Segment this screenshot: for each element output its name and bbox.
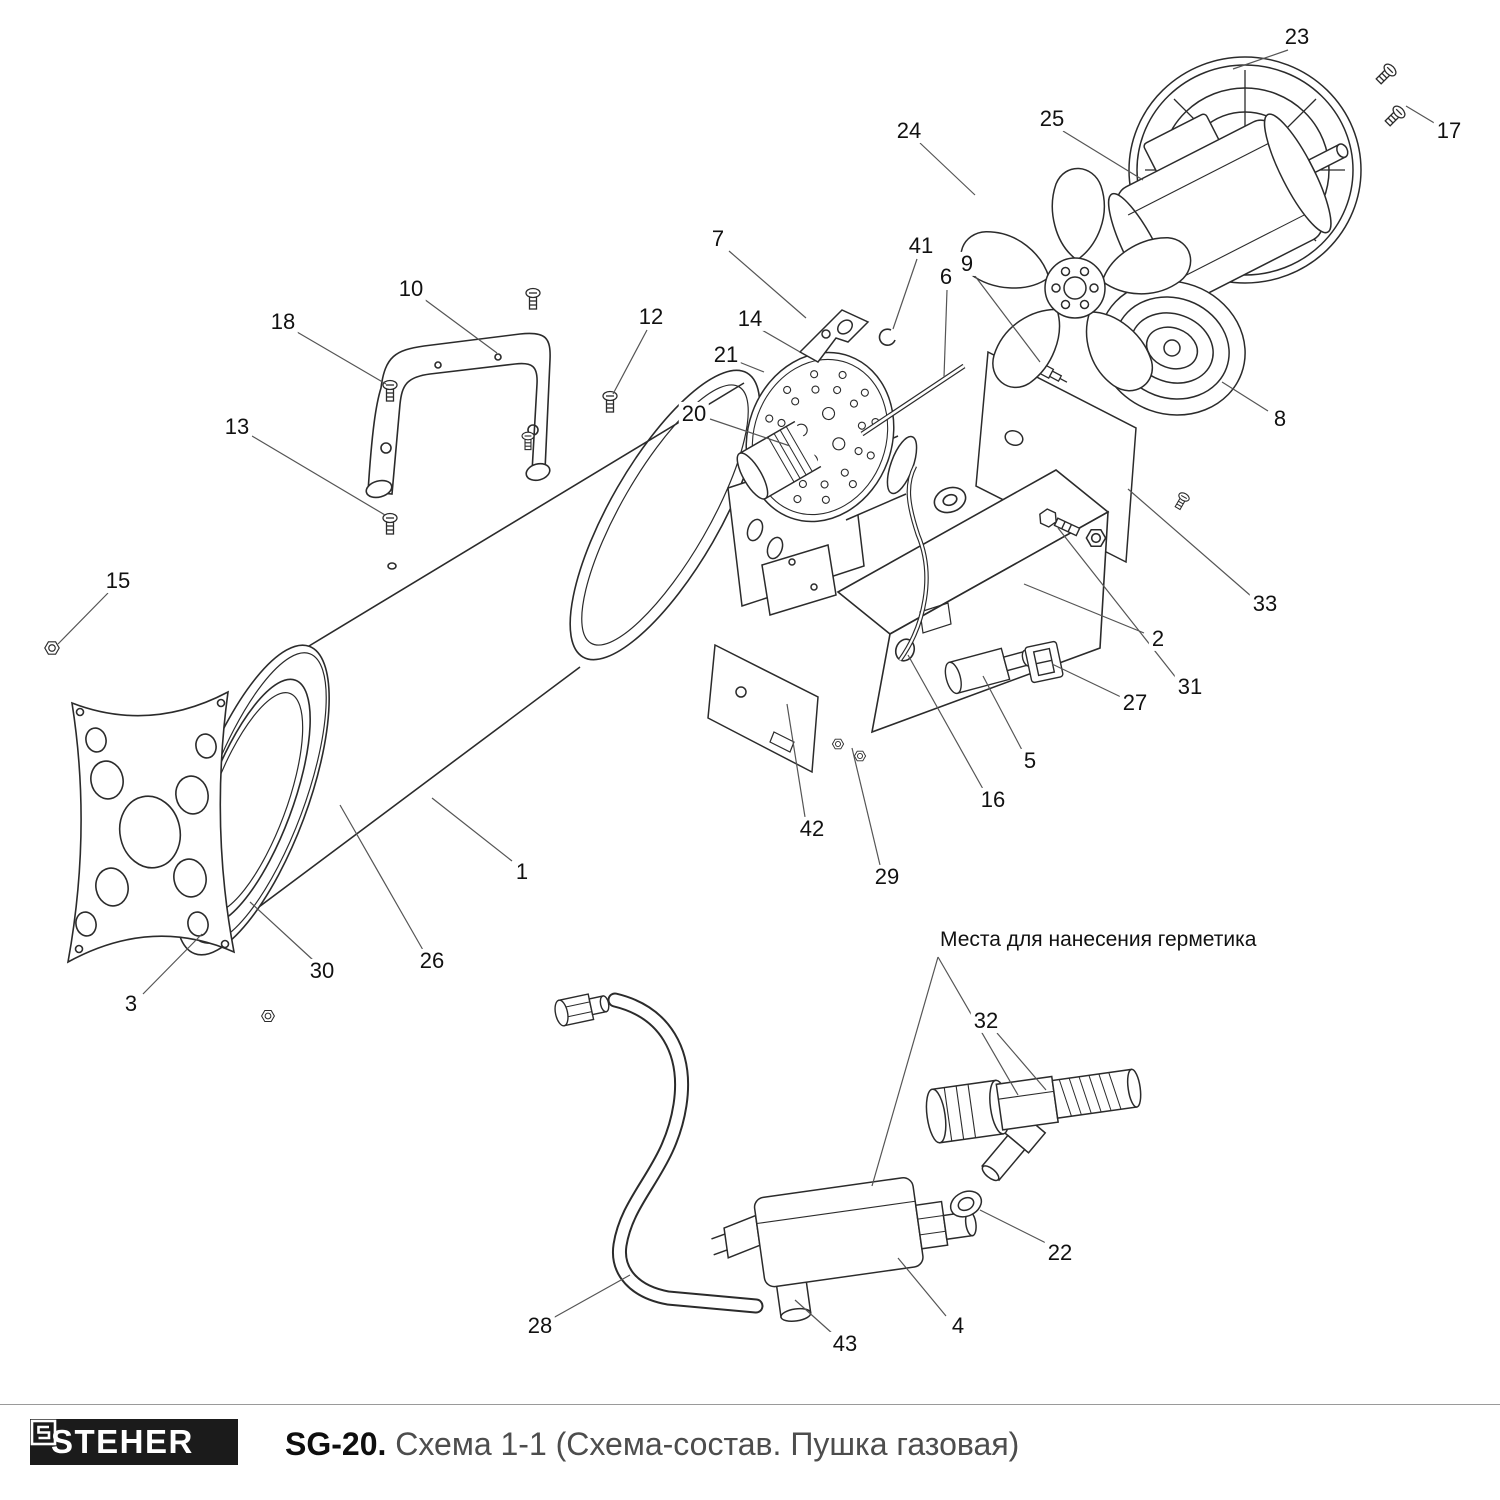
leader-line-4 xyxy=(897,1257,947,1317)
callout-25: 25 xyxy=(1036,106,1068,132)
callout-24: 24 xyxy=(893,118,925,144)
leader-line-10 xyxy=(423,298,498,354)
leader-line-21 xyxy=(738,361,765,373)
sealant-leader-line-1 xyxy=(871,956,939,1187)
callout-22: 22 xyxy=(1044,1240,1076,1266)
callout-23: 23 xyxy=(1281,24,1313,50)
callout-1: 1 xyxy=(512,859,532,885)
callout-5: 5 xyxy=(1020,748,1040,774)
callout-17: 17 xyxy=(1433,118,1465,144)
callout-31: 31 xyxy=(1174,674,1206,700)
leader-lines xyxy=(57,49,1437,1335)
leader-line-33 xyxy=(1127,488,1252,597)
callout-20: 20 xyxy=(678,401,710,427)
handle-part xyxy=(365,332,551,499)
leader-line-28 xyxy=(552,1274,631,1319)
callout-43: 43 xyxy=(829,1331,861,1357)
leader-line-30 xyxy=(249,901,314,961)
callout-3: 3 xyxy=(121,991,141,1017)
callout-9: 9 xyxy=(957,251,977,277)
leader-line-18 xyxy=(296,331,387,385)
power-switch-part xyxy=(1024,640,1064,684)
callout-10: 10 xyxy=(395,276,427,302)
washer-part xyxy=(949,1190,983,1218)
callout-12: 12 xyxy=(635,304,667,330)
leader-line-17 xyxy=(1405,105,1437,125)
leader-line-2 xyxy=(1023,583,1145,634)
fan-part xyxy=(960,167,1192,392)
callout-42: 42 xyxy=(796,816,828,842)
leader-line-20 xyxy=(709,418,791,447)
gas-pipe-part xyxy=(898,464,929,662)
leader-line-3 xyxy=(142,933,203,995)
leader-line-15 xyxy=(57,592,109,645)
brand-logo: STEHER xyxy=(30,1419,238,1465)
leader-line-8 xyxy=(1221,381,1269,412)
callout-28: 28 xyxy=(524,1313,556,1339)
callout-32: 32 xyxy=(970,1008,1002,1034)
leader-line-5 xyxy=(982,675,1023,751)
leader-line-42 xyxy=(786,703,806,818)
drawing-title: SG-20. Схема 1-1 (Схема-состав. Пушка га… xyxy=(285,1426,1019,1463)
brand-name: STEHER xyxy=(51,1423,194,1460)
leader-line-7 xyxy=(728,250,807,319)
sealant-annotation: Места для нанесения герметика xyxy=(938,928,1259,952)
thermocouple-rod-part xyxy=(860,363,966,437)
leader-line-16 xyxy=(907,654,984,790)
callout-16: 16 xyxy=(977,787,1009,813)
gas-tube-part xyxy=(607,992,764,1314)
leader-line-13 xyxy=(251,435,386,516)
footer-divider xyxy=(0,1404,1500,1405)
side-plate-part xyxy=(707,643,819,774)
leader-line-6 xyxy=(943,289,948,378)
bolt-part xyxy=(1039,508,1081,537)
callout-27: 27 xyxy=(1119,690,1151,716)
callout-4: 4 xyxy=(948,1313,968,1339)
leader-line-25 xyxy=(1062,130,1144,181)
leader-line-29 xyxy=(851,747,881,866)
callout-41: 41 xyxy=(905,233,937,259)
snap-ring-part xyxy=(878,328,896,346)
drawing-subtitle: Схема 1-1 (Схема-состав. Пушка газовая) xyxy=(395,1426,1020,1462)
leader-line-27 xyxy=(1051,663,1122,698)
solenoid-valve-part xyxy=(711,1177,977,1323)
leader-line-43 xyxy=(794,1299,834,1335)
leader-line-32 xyxy=(996,1032,1047,1091)
callout-7: 7 xyxy=(708,226,728,252)
leader-line-22 xyxy=(979,1209,1049,1245)
leader-line-1 xyxy=(431,797,513,862)
callout-6: 6 xyxy=(936,264,956,290)
leader-line-9 xyxy=(974,275,1041,363)
leader-line-26 xyxy=(339,804,424,951)
hub-tube-part xyxy=(736,420,822,500)
callout-15: 15 xyxy=(102,568,134,594)
callout-8: 8 xyxy=(1270,406,1290,432)
chassis-part xyxy=(836,469,1110,734)
callout-29: 29 xyxy=(871,864,903,890)
leader-line-23 xyxy=(1232,49,1289,70)
model-number: SG-20. xyxy=(285,1426,387,1462)
leader-line-14 xyxy=(761,329,801,353)
leader-line-12 xyxy=(612,329,648,395)
callout-13: 13 xyxy=(221,414,253,440)
callout-26: 26 xyxy=(416,948,448,974)
callout-18: 18 xyxy=(267,309,299,335)
callout-21: 21 xyxy=(710,342,742,368)
callout-2: 2 xyxy=(1148,626,1168,652)
callout-33: 33 xyxy=(1249,591,1281,617)
callout-30: 30 xyxy=(306,958,338,984)
bracket-part xyxy=(798,309,870,363)
leader-line-41 xyxy=(892,258,918,330)
callout-14: 14 xyxy=(734,306,766,332)
leader-line-31 xyxy=(1057,527,1178,680)
front-grille-part xyxy=(66,690,236,964)
gas-valve-assembly-part xyxy=(925,1068,1142,1182)
leader-line-24 xyxy=(919,142,976,196)
